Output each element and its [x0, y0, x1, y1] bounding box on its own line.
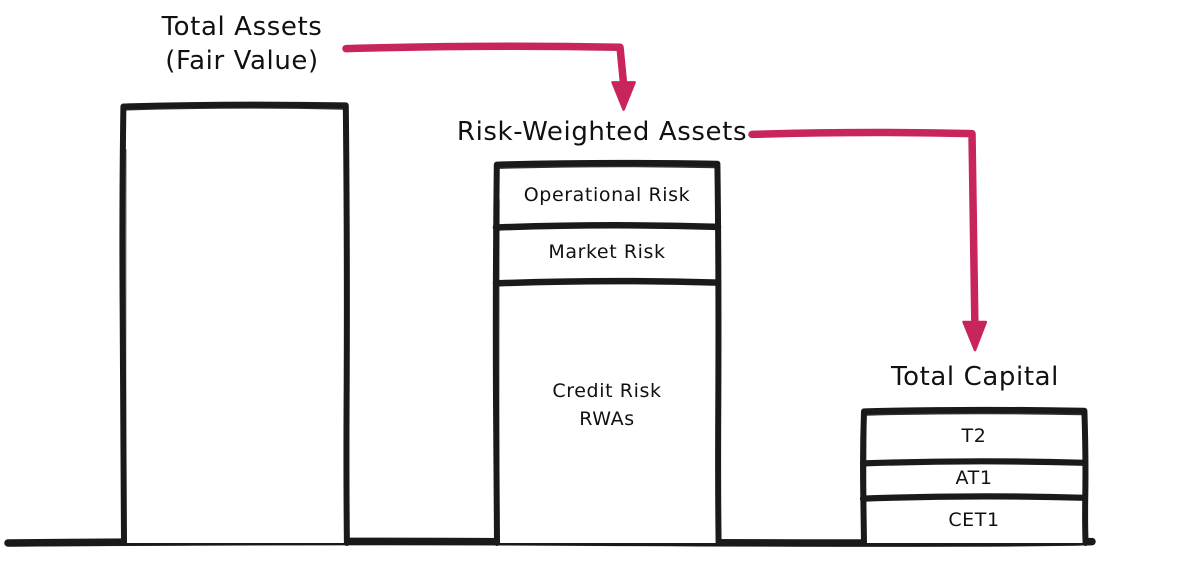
- label-total-assets: Total Assets (Fair Value): [161, 12, 323, 77]
- bar-total-capital[interactable]: [859, 406, 1089, 546]
- divider-market-credit: [492, 277, 722, 287]
- divider-t2-at1: [859, 458, 1089, 467]
- bar-total-assets[interactable]: [119, 101, 350, 546]
- segment-label-operational-risk: Operational Risk: [523, 184, 691, 206]
- arrow-assets-to-rwa-icon: [342, 42, 636, 111]
- segment-label-cet1: CET1: [948, 509, 1000, 531]
- bar-risk-weighted-assets[interactable]: [492, 159, 722, 546]
- segment-label-t2: T2: [961, 425, 987, 447]
- segment-label-market-risk: Market Risk: [548, 241, 666, 263]
- segment-label-at1: AT1: [955, 467, 993, 489]
- arrow-rwa-to-capital-icon: [748, 128, 988, 352]
- divider-at1-cet1: [859, 493, 1089, 502]
- divider-operational-market: [492, 222, 722, 231]
- segment-label-credit-risk-rwas: Credit Risk RWAs: [552, 380, 662, 430]
- label-total-capital: Total Capital: [891, 362, 1059, 392]
- label-risk-weighted-assets: Risk-Weighted Assets: [456, 117, 748, 147]
